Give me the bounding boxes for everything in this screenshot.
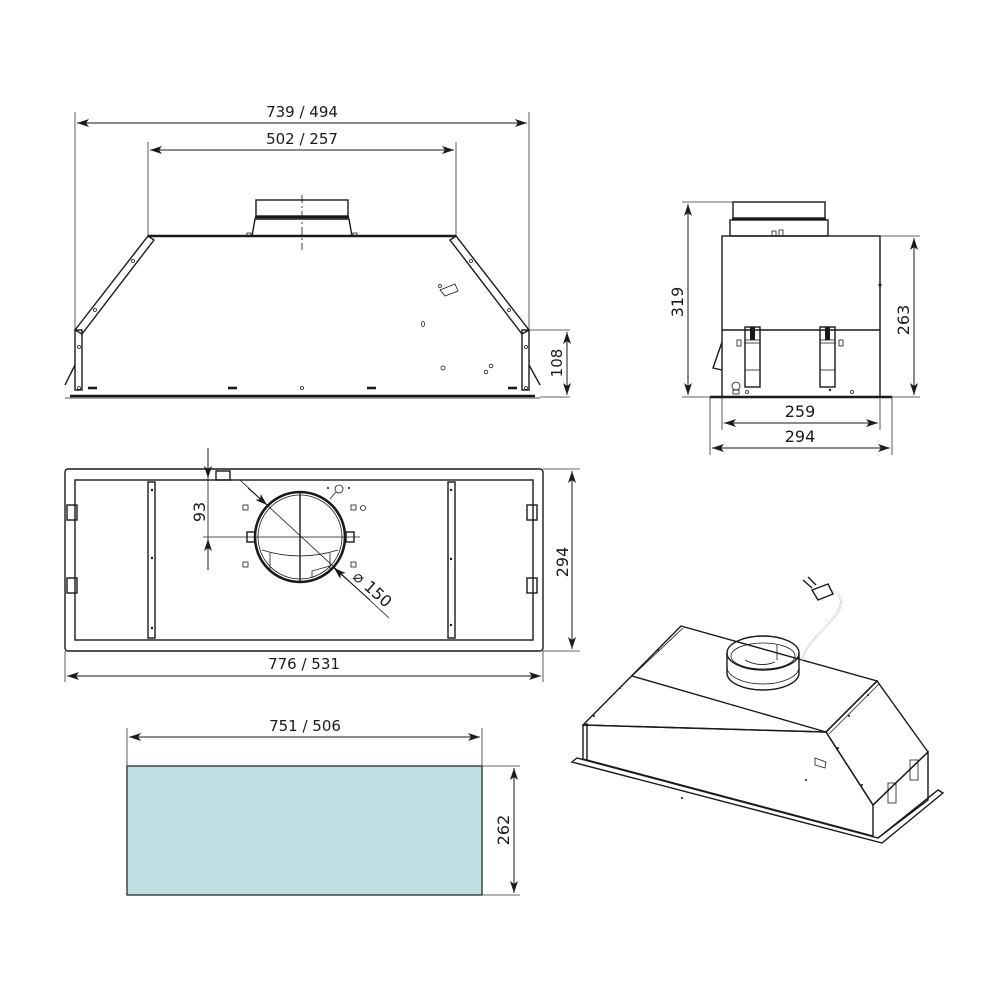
top-flange-outline bbox=[64, 468, 544, 652]
front-height-label: 108 bbox=[548, 349, 566, 378]
side-body-height-label: 263 bbox=[894, 305, 913, 336]
cutout-panel: 751 / 506 262 bbox=[126, 717, 520, 896]
cutout-rectangle bbox=[126, 765, 483, 896]
front-overall-width-label: 739 / 494 bbox=[266, 103, 338, 121]
air-outlet-collar bbox=[246, 195, 358, 250]
side-total-height-label: 319 bbox=[668, 287, 687, 318]
outlet-diameter-label: ⌀ 150 bbox=[349, 567, 395, 611]
filter-clip-left bbox=[736, 326, 761, 388]
hood-body-front bbox=[64, 234, 541, 399]
top-depth-label: 294 bbox=[553, 547, 572, 578]
power-cord-with-plug bbox=[801, 576, 842, 661]
front-top-width-label: 502 / 257 bbox=[266, 130, 338, 148]
cutout-height-label: 262 bbox=[494, 815, 513, 846]
side-view: 319 263 259 294 bbox=[668, 201, 920, 455]
isometric-view bbox=[570, 576, 945, 844]
side-flange-width-label: 294 bbox=[785, 427, 816, 446]
top-overall-width-label: 776 / 531 bbox=[268, 655, 340, 673]
iso-outlet-collar bbox=[726, 635, 800, 691]
outlet-offset-label: 93 bbox=[190, 502, 209, 522]
front-view: 739 / 494 502 / 257 bbox=[64, 103, 571, 399]
side-body bbox=[721, 235, 881, 398]
top-view: 93 ⌀ 150 294 776 / 531 bbox=[64, 448, 580, 682]
cutout-width-label: 751 / 506 bbox=[269, 717, 341, 735]
iso-flange bbox=[570, 757, 945, 844]
filter-clip-right bbox=[819, 326, 844, 388]
side-body-width-label: 259 bbox=[785, 402, 816, 421]
